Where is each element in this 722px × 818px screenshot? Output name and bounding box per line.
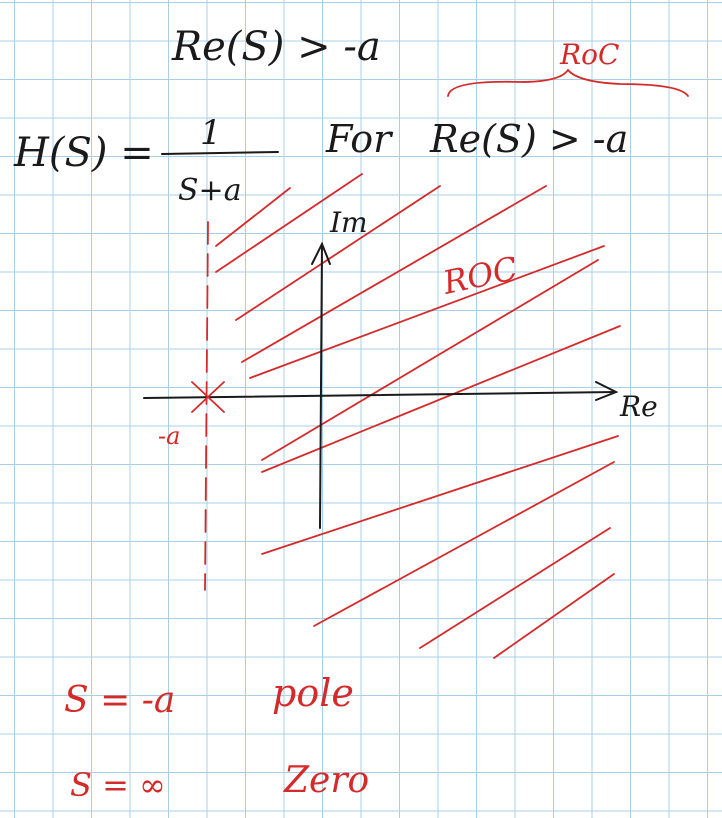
pole-equation: S = -a [64, 680, 175, 721]
hatch-line [241, 185, 547, 363]
real-axis [143, 391, 617, 399]
imaginary-axis-arrowhead [311, 241, 331, 265]
hatch-line [261, 325, 621, 473]
transfer-condition: Re(S) > -a [429, 117, 628, 161]
for-text: For [325, 117, 394, 161]
hatch-line [215, 187, 291, 247]
roc-label: ROC [439, 249, 521, 302]
real-axis-arrowhead [595, 381, 619, 401]
zero-equation: S = ∞ [70, 766, 166, 804]
hatch-line [261, 435, 619, 555]
top-condition: Re(S) > -a [171, 24, 381, 70]
re-label: Re [619, 390, 658, 423]
fraction-bar [161, 151, 279, 155]
im-label: Im [329, 206, 368, 239]
hatch-line [261, 259, 599, 461]
hatch-line [249, 245, 605, 379]
fraction-denominator: S+a [178, 173, 242, 208]
transfer-lhs: H(S) = [13, 130, 154, 176]
hatch-line [313, 461, 615, 627]
roc-hatching [215, 173, 621, 659]
zero-word: Zero [283, 760, 369, 801]
roc-tag: RoC [559, 38, 619, 71]
imaginary-axis [319, 243, 323, 529]
hatch-line [215, 173, 363, 273]
hatch-line [235, 185, 441, 321]
pole-word: pole [272, 671, 354, 715]
hatch-line [419, 527, 611, 649]
fraction-numerator: 1 [200, 113, 222, 153]
roc-boundary-line [204, 221, 209, 591]
pole-label: -a [158, 422, 180, 450]
roc-brace [447, 68, 689, 97]
hatch-line [493, 573, 615, 659]
pole-marker [191, 381, 225, 413]
